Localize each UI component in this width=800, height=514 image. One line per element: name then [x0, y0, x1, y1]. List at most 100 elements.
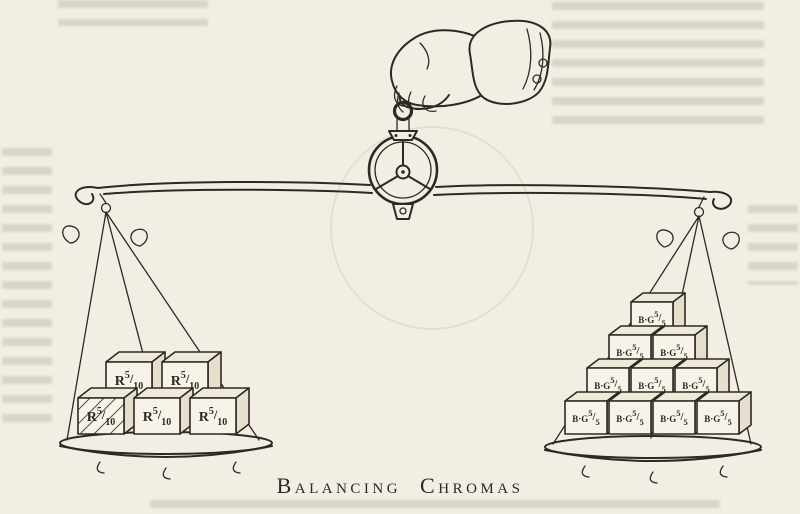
beam-left-end-curl [74, 186, 99, 205]
left-pan [59, 431, 273, 480]
block-value: 5 [209, 406, 214, 417]
block-value: 5 [654, 375, 658, 385]
block-chroma: 10 [133, 381, 143, 392]
mount-screw-icon [394, 134, 398, 137]
block-chroma: 5 [617, 384, 621, 394]
chroma-block-right: B·G5/5 [696, 391, 752, 435]
block-fraction-slash: / [658, 313, 663, 324]
index-finger-on-ring [396, 92, 404, 113]
block-fraction-slash: / [185, 372, 190, 386]
block-label: B·G5/5 [594, 375, 621, 394]
block-value: 5 [720, 408, 724, 418]
right-pan-feet [581, 465, 728, 484]
block-chroma: 5 [683, 417, 687, 427]
block-chroma: 5 [683, 351, 687, 361]
block-hue: R [171, 374, 182, 389]
block-value: 5 [632, 408, 636, 418]
bleedthrough-text-right-edge [748, 205, 798, 285]
block-hue: R [143, 410, 154, 425]
block-label: B·G5/5 [616, 408, 643, 427]
left-pan-blocks: R5/10 R5/10 R5/10 R5/10 R5/10 [77, 351, 250, 435]
beam-right-end-curl [709, 190, 733, 210]
right-scroll-ornament [656, 229, 674, 248]
bleedthrough-text-bottom [150, 500, 720, 514]
block-value: 5 [676, 342, 680, 352]
block-label: B·G5/5 [660, 342, 687, 361]
block-hue: B·G [638, 381, 654, 391]
block-value: 5 [153, 406, 158, 417]
figure-caption: Balancing Chromas [276, 473, 524, 498]
beam-left-bottom-edge [103, 188, 373, 195]
beam-right-top-edge [435, 184, 711, 193]
wheel-hub-pin [401, 170, 405, 174]
block-fraction-slash: / [213, 408, 218, 422]
chroma-block-right: B·G5/5 [652, 325, 708, 369]
block-fraction-slash: / [614, 379, 619, 390]
block-front-face [696, 400, 740, 435]
block-label: R5/10 [171, 370, 200, 392]
bleedthrough-text-top-right [552, 2, 764, 126]
block-label: B·G5/5 [616, 342, 643, 361]
block-chroma: 5 [661, 318, 665, 328]
block-chroma: 5 [595, 417, 599, 427]
wheel-mount-posts [396, 118, 410, 132]
block-value: 5 [654, 309, 658, 319]
block-front-face [652, 400, 696, 435]
block-hue: B·G [638, 315, 654, 325]
beam-right-bottom-edge [433, 191, 707, 200]
sleeve-cuff [468, 19, 552, 105]
left-scroll-ornament [62, 225, 80, 244]
cuff-button-icon [532, 74, 542, 84]
block-hue: B·G [682, 381, 698, 391]
block-label: B·G5/5 [572, 408, 599, 427]
block-label: B·G5/5 [660, 408, 687, 427]
block-fraction-slash: / [101, 408, 106, 422]
right-hook-link [698, 196, 705, 208]
block-value: 5 [125, 370, 130, 381]
chroma-block-left: R5/10 [133, 387, 194, 435]
block-fraction-slash: / [724, 412, 729, 423]
cuff-fold-lines [522, 28, 544, 91]
block-chroma: 10 [217, 417, 227, 428]
block-label: R5/10 [143, 406, 172, 428]
block-fraction-slash: / [129, 372, 134, 386]
block-label: B·G5/5 [682, 375, 709, 394]
block-value: 5 [588, 408, 592, 418]
block-label: R5/10 [87, 406, 116, 428]
block-fraction-slash: / [680, 412, 685, 423]
block-fraction-slash: / [702, 379, 707, 390]
right-pan-blocks: B·G5/5 B·G5/5 B·G5/5 B·G5/5 B·G5/5 [564, 292, 752, 435]
block-hue: B·G [594, 381, 610, 391]
mount-screw-icon [408, 134, 412, 137]
right-pan-rim [544, 435, 762, 459]
block-chroma: 5 [661, 384, 665, 394]
block-fraction-slash: / [658, 379, 663, 390]
carry-ring [392, 100, 414, 122]
suspension-hooks [62, 193, 740, 250]
block-label: B·G5/5 [638, 375, 665, 394]
left-scroll-ornament [130, 228, 148, 247]
block-hue: B·G [660, 348, 676, 358]
block-chroma: 10 [189, 381, 199, 392]
right-hook-ring-icon [693, 206, 705, 218]
block-hue: B·G [616, 348, 632, 358]
chroma-block-left: R5/10 [77, 387, 138, 435]
block-fraction-slash: / [592, 412, 597, 423]
stamp-watermark [330, 126, 534, 330]
left-hook-ring-icon [100, 202, 112, 214]
block-label: B·G5/5 [704, 408, 731, 427]
block-fraction-slash: / [636, 346, 641, 357]
cuff-button-icon [538, 58, 548, 68]
right-pan [544, 435, 762, 484]
block-fraction-slash: / [157, 408, 162, 422]
block-chroma: 5 [639, 417, 643, 427]
wheel-pendant [392, 203, 414, 220]
pendant-hole [399, 207, 407, 215]
block-hue: R [199, 410, 210, 425]
chroma-block-right: B·G5/5 [652, 391, 708, 435]
balance-beam [74, 180, 733, 210]
block-hue: B·G [660, 414, 676, 424]
block-front-face [564, 400, 608, 435]
block-fraction-slash: / [636, 412, 641, 423]
